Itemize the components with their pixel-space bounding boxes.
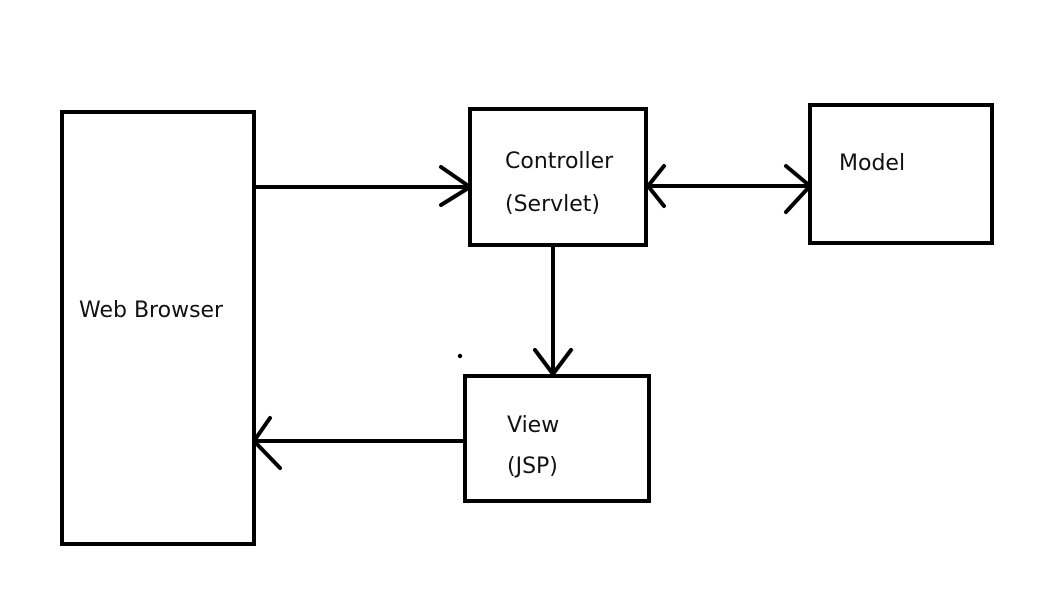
model-node [808, 103, 994, 245]
controller-subtitle-label: (Servlet) [505, 192, 601, 217]
model-label: Model [839, 151, 906, 176]
stray-dot [457, 353, 463, 359]
controller-node [468, 107, 648, 247]
model-side-arrowhead [784, 164, 812, 214]
web-browser-label: Web Browser [79, 298, 224, 323]
controller-side-arrowhead [646, 164, 666, 208]
view-subtitle-label: (JSP) [507, 454, 558, 479]
view-title-label: View [507, 413, 560, 438]
controller-title-label: Controller [505, 149, 614, 174]
view-node [463, 374, 651, 503]
web-browser-node [60, 110, 256, 546]
